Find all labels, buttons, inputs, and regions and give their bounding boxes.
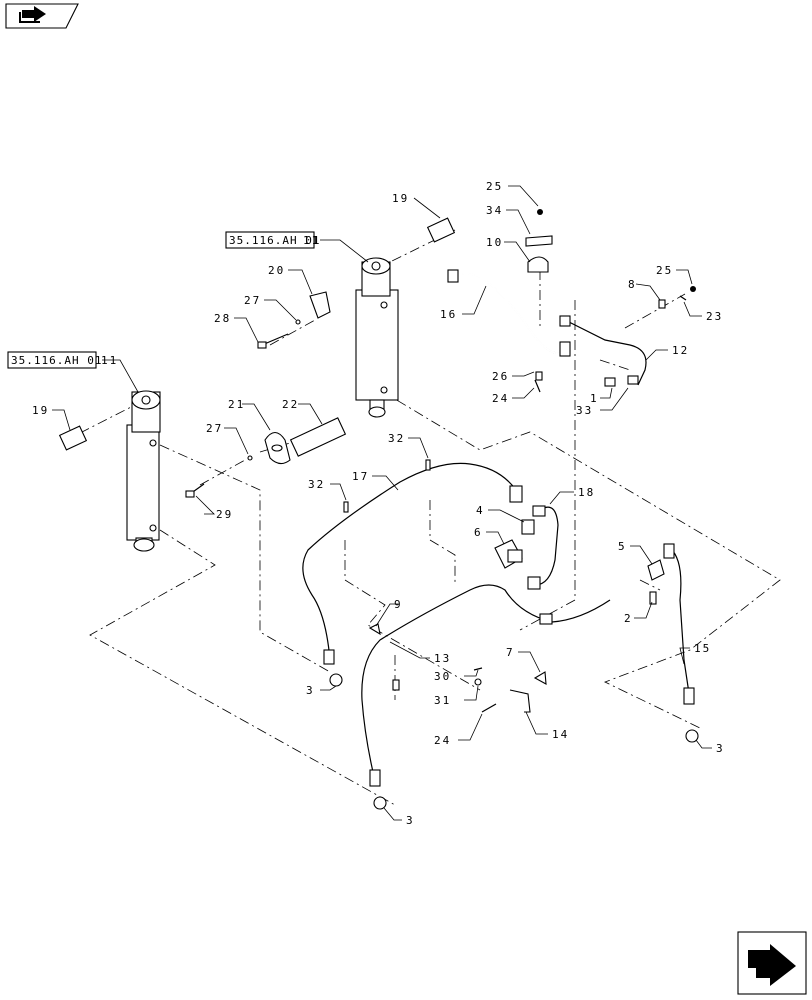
callout-6: 6 <box>474 526 483 539</box>
valve-6 <box>494 539 523 569</box>
tube-13 <box>361 584 611 787</box>
pin-19-upper <box>426 217 456 243</box>
callout-25: 25 <box>486 180 503 193</box>
callout-22: 22 <box>282 398 299 411</box>
callout-29: 29 <box>216 508 233 521</box>
callout-11: 11 <box>101 354 118 367</box>
clip-7 <box>533 671 547 685</box>
fitting-5 <box>647 559 665 581</box>
callout-15: 15 <box>694 642 711 655</box>
callout-24: 24 <box>492 392 509 405</box>
callout-13: 13 <box>434 652 451 665</box>
bracket-21 <box>264 431 291 465</box>
callout-27: 27 <box>244 294 261 307</box>
washer-30 <box>473 667 483 671</box>
callout-8: 8 <box>628 278 637 291</box>
nut-25-upper <box>537 209 543 215</box>
callout-26: 26 <box>492 370 509 383</box>
callout-12: 12 <box>672 344 689 357</box>
clamp-34 <box>525 235 553 247</box>
callout-32: 32 <box>388 432 405 445</box>
reference-label: 35.116.AH 01 <box>11 354 102 367</box>
callout-16: 16 <box>440 308 457 321</box>
callout-11: 11 <box>303 234 320 247</box>
hose-18 <box>527 505 559 590</box>
washer-23 <box>679 295 687 301</box>
construction-lines <box>79 229 781 806</box>
hose-16 <box>447 269 571 357</box>
nut-31 <box>474 678 482 686</box>
elbow-3-right <box>685 729 699 743</box>
callout-30: 30 <box>434 670 451 683</box>
nut-25-right <box>690 286 696 292</box>
fitting-4 <box>521 519 535 535</box>
fitting-26 <box>535 371 543 381</box>
reference-label: 35.116.AH 01 <box>229 234 320 247</box>
callout-19: 19 <box>392 192 409 205</box>
leader-lines <box>52 185 712 821</box>
fitting-2 <box>649 591 657 605</box>
callout-labels: 11 11 19 19 20 27 28 21 22 27 29 25 34 1… <box>32 180 725 827</box>
bolt-8 <box>658 299 666 309</box>
bolt-24-upper <box>534 379 541 393</box>
callout-4: 4 <box>476 504 485 517</box>
callout-27: 27 <box>206 422 223 435</box>
small-fitting <box>392 679 400 691</box>
bolt-28 <box>257 333 289 349</box>
clip-9 <box>368 623 381 636</box>
callout-23: 23 <box>706 310 723 323</box>
callout-7: 7 <box>506 646 515 659</box>
callout-3: 3 <box>716 742 725 755</box>
bolt-24-lower <box>481 703 497 713</box>
callout-31: 31 <box>434 694 451 707</box>
callout-18: 18 <box>578 486 595 499</box>
hydraulic-cylinder-upper <box>355 257 399 418</box>
callout-28: 28 <box>214 312 231 325</box>
clamp-10 <box>527 256 549 273</box>
pin-22 <box>289 417 347 457</box>
callout-2: 2 <box>624 612 633 625</box>
callout-5: 5 <box>618 540 627 553</box>
fitting-1 <box>604 377 616 387</box>
washer-27-upper <box>295 319 301 325</box>
callout-17: 17 <box>352 470 369 483</box>
washer-27-left <box>247 455 253 461</box>
forward-navigation-icon[interactable] <box>737 931 807 995</box>
callout-9: 9 <box>394 598 403 611</box>
callout-24: 24 <box>434 734 451 747</box>
callout-25: 25 <box>656 264 673 277</box>
bolt-32-left <box>343 501 349 513</box>
plate-20 <box>309 291 331 319</box>
callout-20: 20 <box>268 264 285 277</box>
callout-33: 33 <box>576 404 593 417</box>
callout-14: 14 <box>552 728 569 741</box>
hydraulic-cylinder-left <box>126 390 161 552</box>
callout-1: 1 <box>590 392 599 405</box>
callout-3: 3 <box>306 684 315 697</box>
bolt-29 <box>185 483 205 498</box>
callout-19: 19 <box>32 404 49 417</box>
callout-32: 32 <box>308 478 325 491</box>
tube-17 <box>302 462 523 665</box>
callout-21: 21 <box>228 398 245 411</box>
hose-15 <box>663 543 695 705</box>
elbow-3-left <box>329 673 343 687</box>
elbow-3-bottom <box>373 796 387 810</box>
bracket-14 <box>509 689 531 713</box>
reference-box-left[interactable]: 35.116.AH 01 <box>7 351 102 369</box>
back-navigation-icon[interactable] <box>5 3 79 29</box>
callout-3: 3 <box>406 814 415 827</box>
reference-box-upper[interactable]: 35.116.AH 01 <box>225 231 320 249</box>
bolt-32-right <box>425 459 431 471</box>
tube-12 <box>559 315 647 386</box>
pin-19-left <box>58 425 88 451</box>
callout-10: 10 <box>486 236 503 249</box>
callout-34: 34 <box>486 204 503 217</box>
